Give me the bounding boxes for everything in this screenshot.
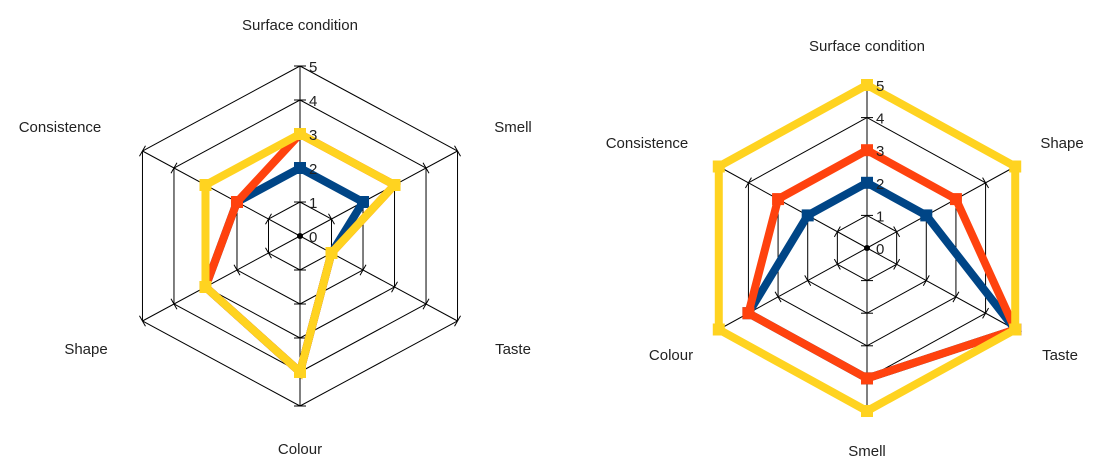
axis-label: Taste [1042, 347, 1078, 364]
tick-label: 0 [309, 229, 317, 246]
data-point [949, 193, 962, 206]
axis-tick [422, 298, 430, 310]
data-point [388, 179, 401, 191]
tick-label: 1 [876, 208, 884, 225]
tick-label: 2 [876, 176, 884, 193]
data-point [742, 307, 755, 320]
center-point [864, 245, 870, 251]
axis-line [718, 247, 868, 330]
axis-tick [391, 281, 398, 293]
data-point [861, 372, 873, 385]
axis-tick [804, 275, 812, 287]
axis-tick [952, 291, 960, 303]
axis-label: Consistence [19, 119, 102, 136]
axis-tick [454, 315, 461, 327]
tick-label: 1 [309, 195, 317, 212]
axis-tick [422, 162, 430, 174]
axis-tick [893, 226, 901, 238]
axis-label: Surface condition [809, 38, 925, 55]
axis-line [866, 166, 1016, 249]
axis-line [299, 150, 458, 237]
axis-tick [328, 213, 335, 225]
data-point [294, 128, 306, 140]
data-point [772, 193, 785, 206]
axis-tick [744, 177, 752, 189]
tick-label: 0 [876, 241, 884, 258]
axis-line [718, 166, 868, 249]
axis-tick [922, 275, 930, 287]
axis-tick [893, 258, 901, 270]
data-point [861, 79, 873, 91]
data-point [294, 162, 306, 174]
tick-label: 2 [309, 161, 317, 178]
axis-tick [170, 162, 178, 174]
axis-tick [170, 298, 178, 310]
axis-label: Smell [848, 443, 886, 460]
axis-line [142, 150, 301, 237]
axis-tick [833, 226, 841, 238]
center-point [297, 233, 303, 239]
axis-tick [359, 264, 367, 276]
tick-label: 5 [876, 78, 884, 95]
series-line-1 [200, 163, 369, 380]
axis-tick [774, 291, 782, 303]
data-point [294, 366, 306, 378]
axis-tick [982, 307, 990, 319]
data-point [199, 179, 212, 191]
tick-label: 4 [309, 93, 317, 110]
axis-line [866, 247, 1016, 330]
data-point [199, 281, 212, 293]
tick-label: 5 [309, 59, 317, 76]
data-point [861, 176, 873, 189]
axis-tick [982, 177, 990, 189]
data-point [1009, 323, 1022, 336]
data-point [357, 196, 370, 208]
axis-label: Smell [494, 119, 532, 136]
data-point [325, 247, 338, 259]
axis-label: Surface condition [242, 17, 358, 34]
axis-label: Shape [64, 341, 107, 358]
data-point [920, 209, 933, 222]
tick-label: 3 [876, 143, 884, 160]
axis-tick [139, 315, 146, 327]
data-point [861, 405, 873, 417]
axis-label: Colour [278, 441, 322, 458]
data-point [1009, 160, 1022, 173]
axis-label: Consistence [606, 135, 689, 152]
data-point [801, 209, 814, 222]
axis-line [142, 235, 301, 322]
tick-label: 3 [309, 127, 317, 144]
data-point [861, 144, 873, 157]
data-point [230, 196, 243, 208]
data-point [712, 160, 725, 173]
axis-tick [833, 258, 841, 270]
tick-label: 4 [876, 111, 884, 128]
axis-label: Taste [495, 341, 531, 358]
axis-tick [139, 145, 146, 157]
axis-tick [265, 247, 272, 259]
axis-tick [454, 145, 461, 157]
axis-label: Shape [1040, 135, 1083, 152]
axis-label: Colour [649, 347, 693, 364]
axis-tick [233, 264, 241, 276]
axis-tick [265, 213, 272, 225]
data-point [712, 323, 725, 336]
